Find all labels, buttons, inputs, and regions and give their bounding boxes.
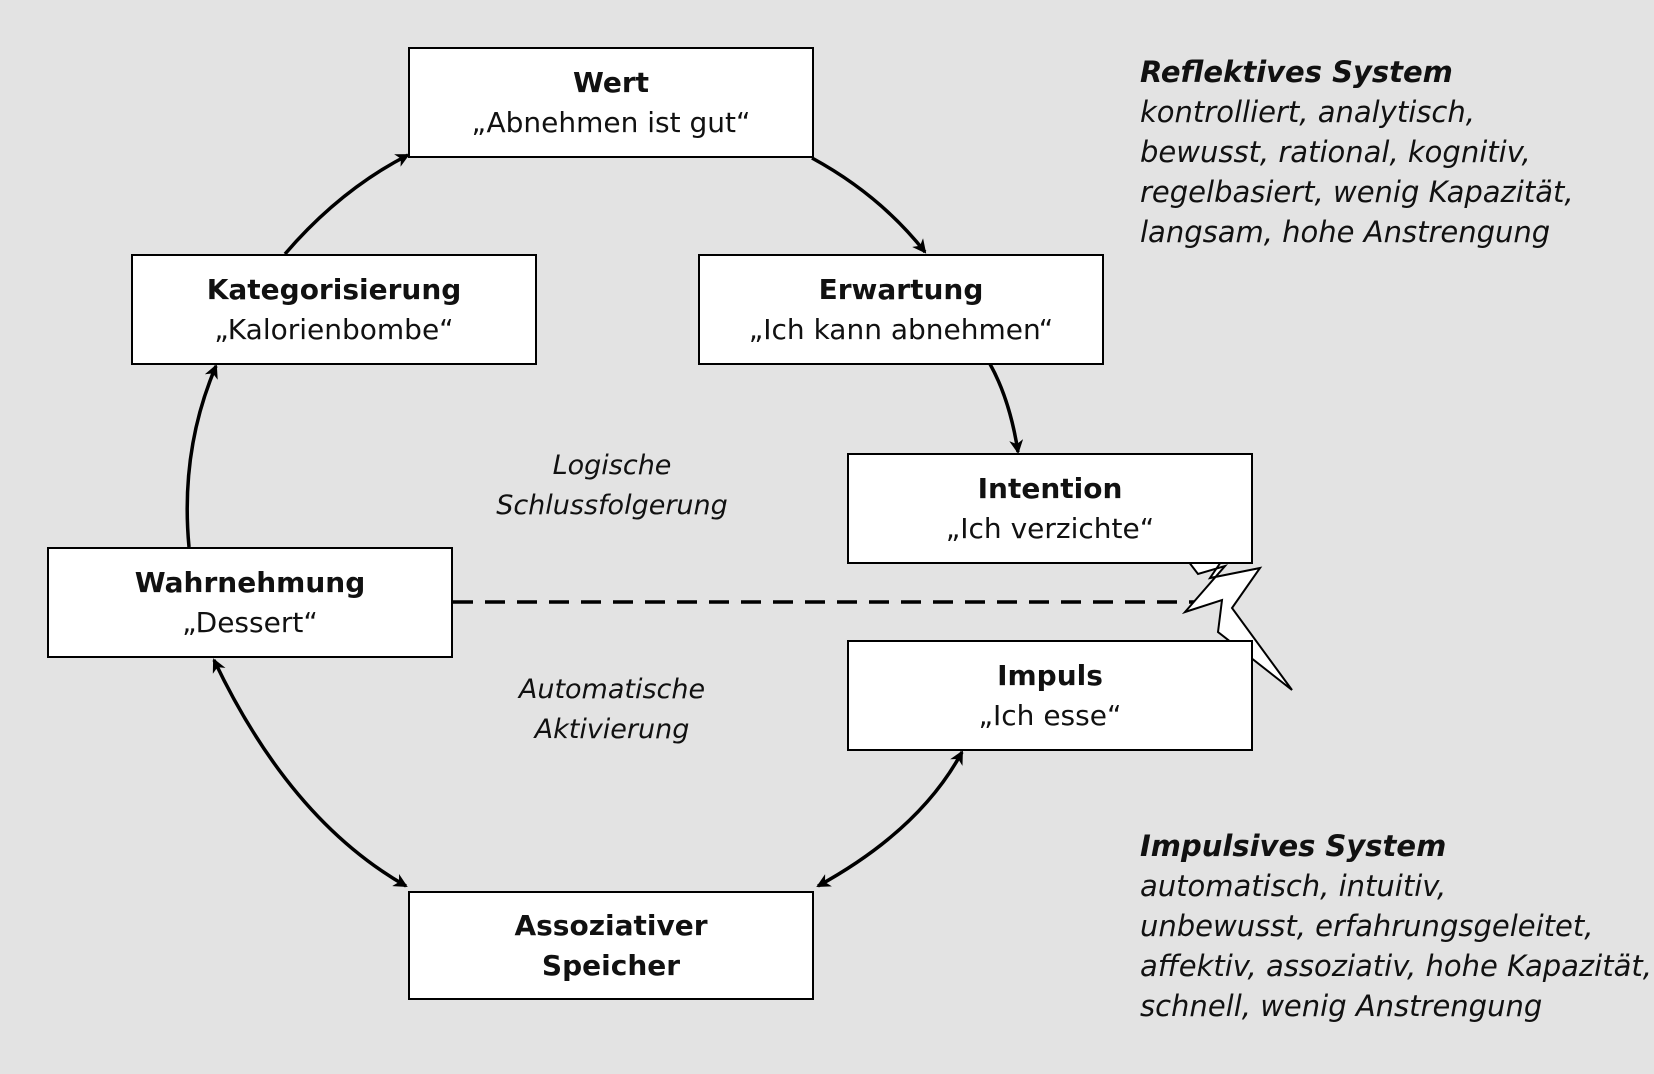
arrow-wert-to-erwartung xyxy=(811,156,927,254)
arrow-erwartung-to-intention xyxy=(988,363,1024,454)
reflective-line: bewusst, rational, kognitiv, xyxy=(1140,135,1531,169)
impulsive-line: automatisch, intuitiv, xyxy=(1140,869,1447,903)
label-logic-line1: Logische xyxy=(552,450,672,481)
label-auto-line1: Automatische xyxy=(518,674,706,705)
node-impuls-title: Impuls xyxy=(997,658,1103,692)
impulsive-line: unbewusst, erfahrungsgeleitet, xyxy=(1140,909,1594,943)
node-kategorisierung: Kategorisierung „Kalorienbombe“ xyxy=(131,254,537,365)
node-kategorisierung-subtitle: „Kalorienbombe“ xyxy=(214,312,454,346)
lightning-bolt-icon xyxy=(1170,526,1293,691)
reflective-system-title: Reflektives System xyxy=(1140,55,1453,89)
node-intention-subtitle: „Ich verzichte“ xyxy=(945,511,1155,545)
node-wert-subtitle: „Abnehmen ist gut“ xyxy=(471,105,751,139)
node-wahrnehmung-subtitle: „Dessert“ xyxy=(182,605,318,639)
node-wahrnehmung-title: Wahrnehmung xyxy=(134,565,366,599)
node-wert: Wert „Abnehmen ist gut“ xyxy=(408,47,814,158)
reflective-line: kontrolliert, analytisch, xyxy=(1140,95,1475,129)
arrow-wahrnehmung-speicher xyxy=(212,658,408,888)
node-speicher-title-line2: Speicher xyxy=(541,948,681,982)
arrow-wahrnehmung-to-kategorisierung xyxy=(185,364,218,548)
label-logische-schlussfolgerung: Logische Schlussfolgerung xyxy=(452,446,772,526)
impulsive-line: affektiv, assoziativ, hohe Kapazität, xyxy=(1140,949,1652,983)
node-intention-title: Intention xyxy=(977,471,1123,505)
arrow-speicher-impuls xyxy=(816,750,964,888)
node-erwartung: Erwartung „Ich kann abnehmen“ xyxy=(698,254,1104,365)
label-auto-line2: Aktivierung xyxy=(534,714,690,745)
reflective-line: regelbasiert, wenig Kapazität, xyxy=(1140,175,1574,209)
node-kategorisierung-title: Kategorisierung xyxy=(206,272,462,306)
node-erwartung-subtitle: „Ich kann abnehmen“ xyxy=(748,312,1054,346)
node-speicher: Assoziativer Speicher xyxy=(408,891,814,1000)
impulsive-system-title: Impulsives System xyxy=(1140,829,1447,863)
node-impuls-subtitle: „Ich esse“ xyxy=(978,698,1122,732)
arrow-kategorisierung-to-wert xyxy=(283,153,410,256)
node-erwartung-title: Erwartung xyxy=(818,272,984,306)
node-wahrnehmung: Wahrnehmung „Dessert“ xyxy=(47,547,453,658)
node-impuls: Impuls „Ich esse“ xyxy=(847,640,1253,751)
impulsive-system-description: Impulsives System automatisch, intuitiv,… xyxy=(1140,826,1652,1026)
node-speicher-title-line1: Assoziativer xyxy=(514,908,708,942)
node-wert-title: Wert xyxy=(572,65,650,99)
label-logic-line2: Schlussfolgerung xyxy=(496,490,728,521)
impulsive-line: schnell, wenig Anstrengung xyxy=(1140,989,1543,1023)
label-automatische-aktivierung: Automatische Aktivierung xyxy=(452,670,772,750)
node-intention: Intention „Ich verzichte“ xyxy=(847,453,1253,564)
reflective-line: langsam, hohe Anstrengung xyxy=(1140,215,1551,249)
reflective-system-description: Reflektives System kontrolliert, analyti… xyxy=(1140,52,1574,252)
